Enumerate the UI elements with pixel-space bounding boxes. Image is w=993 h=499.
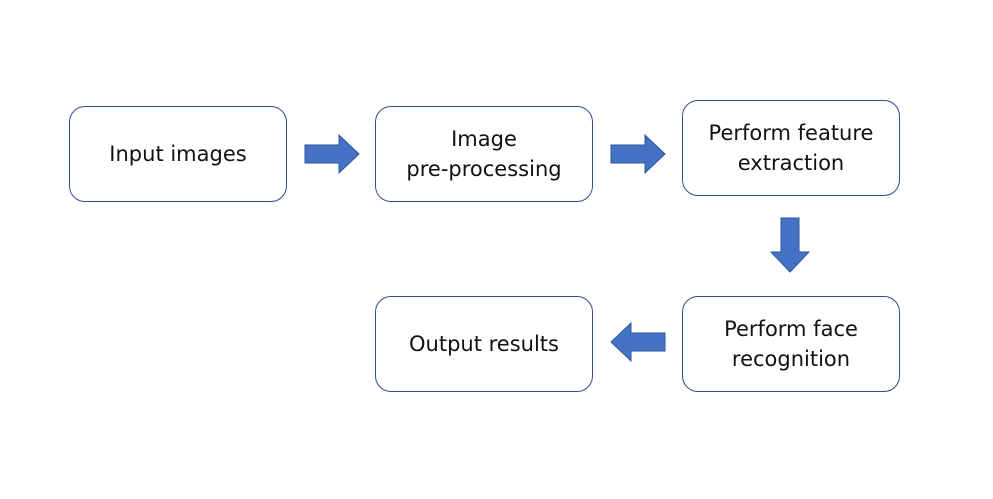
image-preprocessing-label: Image pre-processing [406, 127, 562, 181]
feature-extraction-box: Perform feature extraction [682, 100, 900, 196]
left-arrow-icon [610, 321, 666, 363]
face-recognition-box: Perform face recognition [682, 296, 900, 392]
input-images-label: Input images [109, 142, 247, 166]
face-recognition-label: Perform face recognition [724, 317, 858, 371]
output-results-label: Output results [409, 332, 559, 356]
output-results-box: Output results [375, 296, 593, 392]
right-arrow-icon [304, 133, 360, 175]
right-arrow-icon [610, 133, 666, 175]
input-images-box: Input images [69, 106, 287, 202]
image-preprocessing-box: Image pre-processing [375, 106, 593, 202]
down-arrow-icon [769, 217, 811, 273]
feature-extraction-label: Perform feature extraction [708, 121, 874, 175]
